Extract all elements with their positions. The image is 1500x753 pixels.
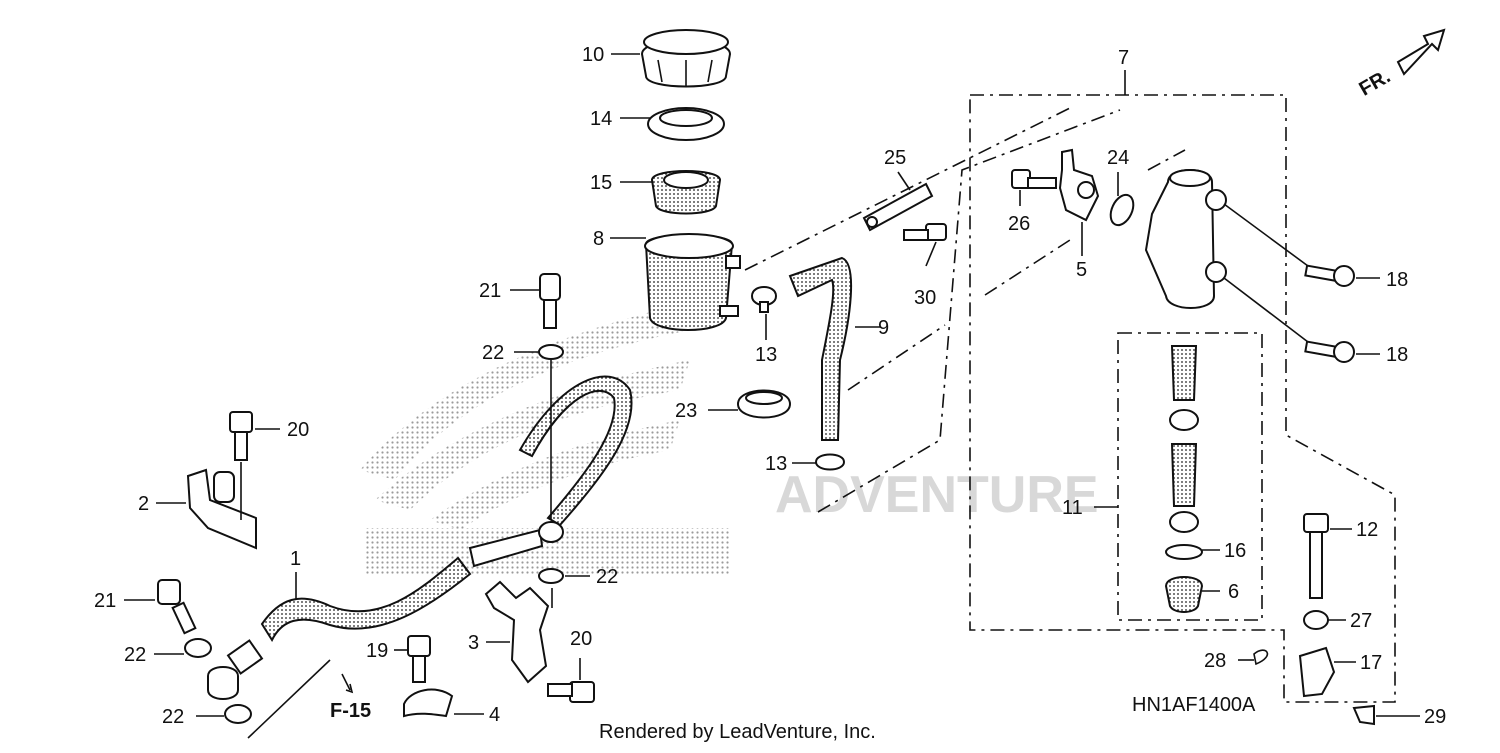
bolt-21[interactable] <box>157 273 561 635</box>
callout-12: 12 <box>1356 519 1378 541</box>
callout-20-upper: 20 <box>287 419 309 441</box>
callout-13-upper: 13 <box>755 344 777 366</box>
callout-1: 1 <box>290 548 301 570</box>
hose-clamp-23[interactable] <box>736 389 792 419</box>
callout-10: 10 <box>582 44 604 66</box>
callout-30: 30 <box>914 287 936 309</box>
callout-18-lower: 18 <box>1386 344 1408 366</box>
callout-23: 23 <box>675 400 697 422</box>
bolt-20-upper[interactable] <box>229 411 253 461</box>
piston-kit-11[interactable] <box>1169 345 1199 533</box>
clevis-17[interactable] <box>1298 646 1336 698</box>
callout-27: 27 <box>1350 610 1372 632</box>
callout-22-left: 22 <box>124 644 146 666</box>
hose-clip-upper[interactable] <box>750 286 778 313</box>
callout-labels: 10 14 15 8 21 22 20 2 1 21 22 22 22 3 20… <box>94 44 1446 728</box>
bolt-18[interactable] <box>1304 264 1355 363</box>
reservoir-plate[interactable] <box>647 107 725 141</box>
callout-14: 14 <box>590 108 612 130</box>
callout-22-bottom: 22 <box>162 706 184 728</box>
callout-8: 8 <box>593 228 604 250</box>
reservoir-hose[interactable] <box>788 256 853 441</box>
callout-24: 24 <box>1107 147 1129 169</box>
callout-21-upper: 21 <box>479 280 501 302</box>
callout-6: 6 <box>1228 581 1239 603</box>
o-ring-24[interactable] <box>1106 191 1138 228</box>
callout-19: 19 <box>366 640 388 662</box>
callout-13-lower: 13 <box>765 453 787 475</box>
callout-3: 3 <box>468 632 479 654</box>
clamp-4[interactable] <box>403 688 454 718</box>
callout-9: 9 <box>878 317 889 339</box>
callout-5: 5 <box>1076 259 1087 281</box>
washer-22[interactable] <box>184 344 564 724</box>
front-direction-indicator: FR. <box>1355 28 1446 101</box>
bracket-2[interactable] <box>186 468 257 550</box>
reservoir-diaphragm[interactable] <box>650 170 722 215</box>
reference-f15[interactable]: F-15 <box>330 700 371 722</box>
pin-28[interactable] <box>1253 649 1269 666</box>
bolt-20-lower[interactable] <box>547 681 595 703</box>
reservoir-cap[interactable] <box>640 29 732 88</box>
circlip-16[interactable] <box>1165 544 1203 560</box>
push-rod-12[interactable] <box>1303 513 1329 599</box>
watermark-text: ADVENTURE <box>775 466 1099 524</box>
diagram-code: HN1AF1400A <box>1132 694 1256 716</box>
callout-22-middle: 22 <box>596 566 618 588</box>
callout-2: 2 <box>138 493 149 515</box>
bolt-26[interactable] <box>1011 169 1057 189</box>
callout-29: 29 <box>1424 706 1446 728</box>
callout-4: 4 <box>489 704 500 726</box>
reservoir-tank[interactable] <box>644 233 741 331</box>
callout-17: 17 <box>1360 652 1382 674</box>
banjo-fitting[interactable] <box>207 639 264 700</box>
callout-11: 11 <box>1062 497 1083 519</box>
bolt-30[interactable] <box>903 223 947 241</box>
joint-5[interactable] <box>1058 148 1100 222</box>
callout-26: 26 <box>1008 213 1030 235</box>
callout-15: 15 <box>590 172 612 194</box>
direction-label: FR. <box>1355 65 1394 100</box>
callout-21-lower: 21 <box>94 590 116 612</box>
callout-22-upper: 22 <box>482 342 504 364</box>
leader-lines <box>124 53 1420 739</box>
nut-27[interactable] <box>1303 610 1329 630</box>
callout-18-upper: 18 <box>1386 269 1408 291</box>
clip-29[interactable] <box>1352 704 1375 726</box>
callout-28: 28 <box>1204 650 1226 672</box>
hose-clip-lower[interactable] <box>814 453 846 471</box>
bolt-19[interactable] <box>407 635 431 683</box>
callout-25: 25 <box>884 147 906 169</box>
credit-text: Rendered by LeadVenture, Inc. <box>599 721 876 743</box>
brake-hose[interactable] <box>260 556 472 643</box>
assembly-outline-7 <box>744 94 1396 703</box>
callout-16: 16 <box>1224 540 1246 562</box>
bracket-3[interactable] <box>484 580 550 684</box>
callout-20-lower: 20 <box>570 628 592 650</box>
master-cylinder-body[interactable] <box>1144 169 1227 309</box>
boot-6[interactable] <box>1164 576 1204 613</box>
plate-25[interactable] <box>862 182 934 232</box>
callout-7: 7 <box>1118 47 1129 69</box>
hose-sleeve[interactable] <box>468 528 544 568</box>
